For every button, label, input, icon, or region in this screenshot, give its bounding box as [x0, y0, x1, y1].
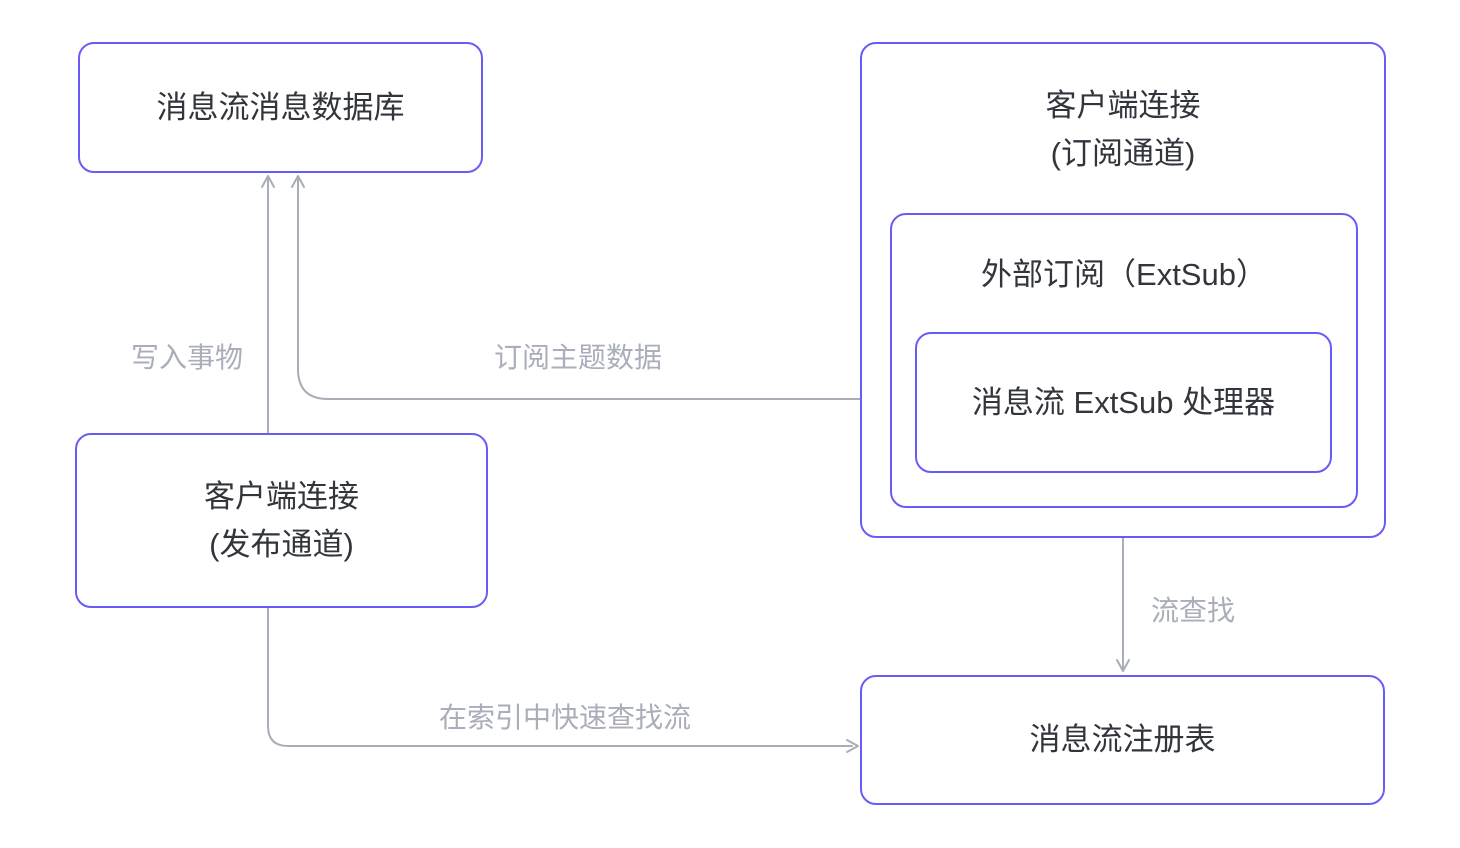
- node-message-db-label: 消息流消息数据库: [156, 89, 405, 125]
- edge-write-transaction-arrowhead-up-icon: [261, 175, 275, 188]
- edge-label-subscribe-topic: 订阅主题数据: [493, 342, 663, 373]
- edge-index-lookup-arrowhead-right-icon: [846, 739, 859, 753]
- node-client-publish: 客户端连接 (发布通道): [75, 433, 488, 608]
- node-client-subscribe-line2: (订阅通道): [1050, 135, 1196, 171]
- edge-label-write-transaction: 写入事物: [130, 342, 244, 373]
- edge-label-index-lookup: 在索引中快速查找流: [438, 702, 692, 733]
- node-ext-sub-title: 外部订阅（ExtSub）: [892, 215, 1356, 334]
- node-ext-sub-handler: 消息流 ExtSub 处理器: [915, 332, 1332, 473]
- node-client-subscribe: 客户端连接 (订阅通道) 外部订阅（ExtSub） 消息流 ExtSub 处理器: [860, 42, 1386, 538]
- node-message-db: 消息流消息数据库: [78, 42, 483, 173]
- edge-label-stream-lookup: 流查找: [1150, 595, 1236, 626]
- edge-subscribe-topic-arrowhead-up-icon: [291, 175, 305, 188]
- node-ext-sub-handler-label: 消息流 ExtSub 处理器: [971, 384, 1276, 420]
- node-client-subscribe-line1: 客户端连接: [1045, 88, 1201, 124]
- node-client-publish-line2: (发布通道): [209, 526, 354, 562]
- edge-subscribe-topic-line: [297, 176, 905, 400]
- node-client-subscribe-title: 客户端连接 (订阅通道): [862, 44, 1384, 215]
- node-registry: 消息流注册表: [860, 675, 1385, 805]
- edge-stream-lookup-arrowhead-down-icon: [1116, 659, 1130, 672]
- node-client-publish-line1: 客户端连接: [204, 479, 359, 515]
- node-ext-sub: 外部订阅（ExtSub） 消息流 ExtSub 处理器: [890, 213, 1358, 508]
- node-registry-label: 消息流注册表: [1029, 722, 1216, 758]
- node-ext-sub-label: 外部订阅（ExtSub）: [981, 256, 1267, 292]
- edge-index-lookup-line: [267, 607, 853, 747]
